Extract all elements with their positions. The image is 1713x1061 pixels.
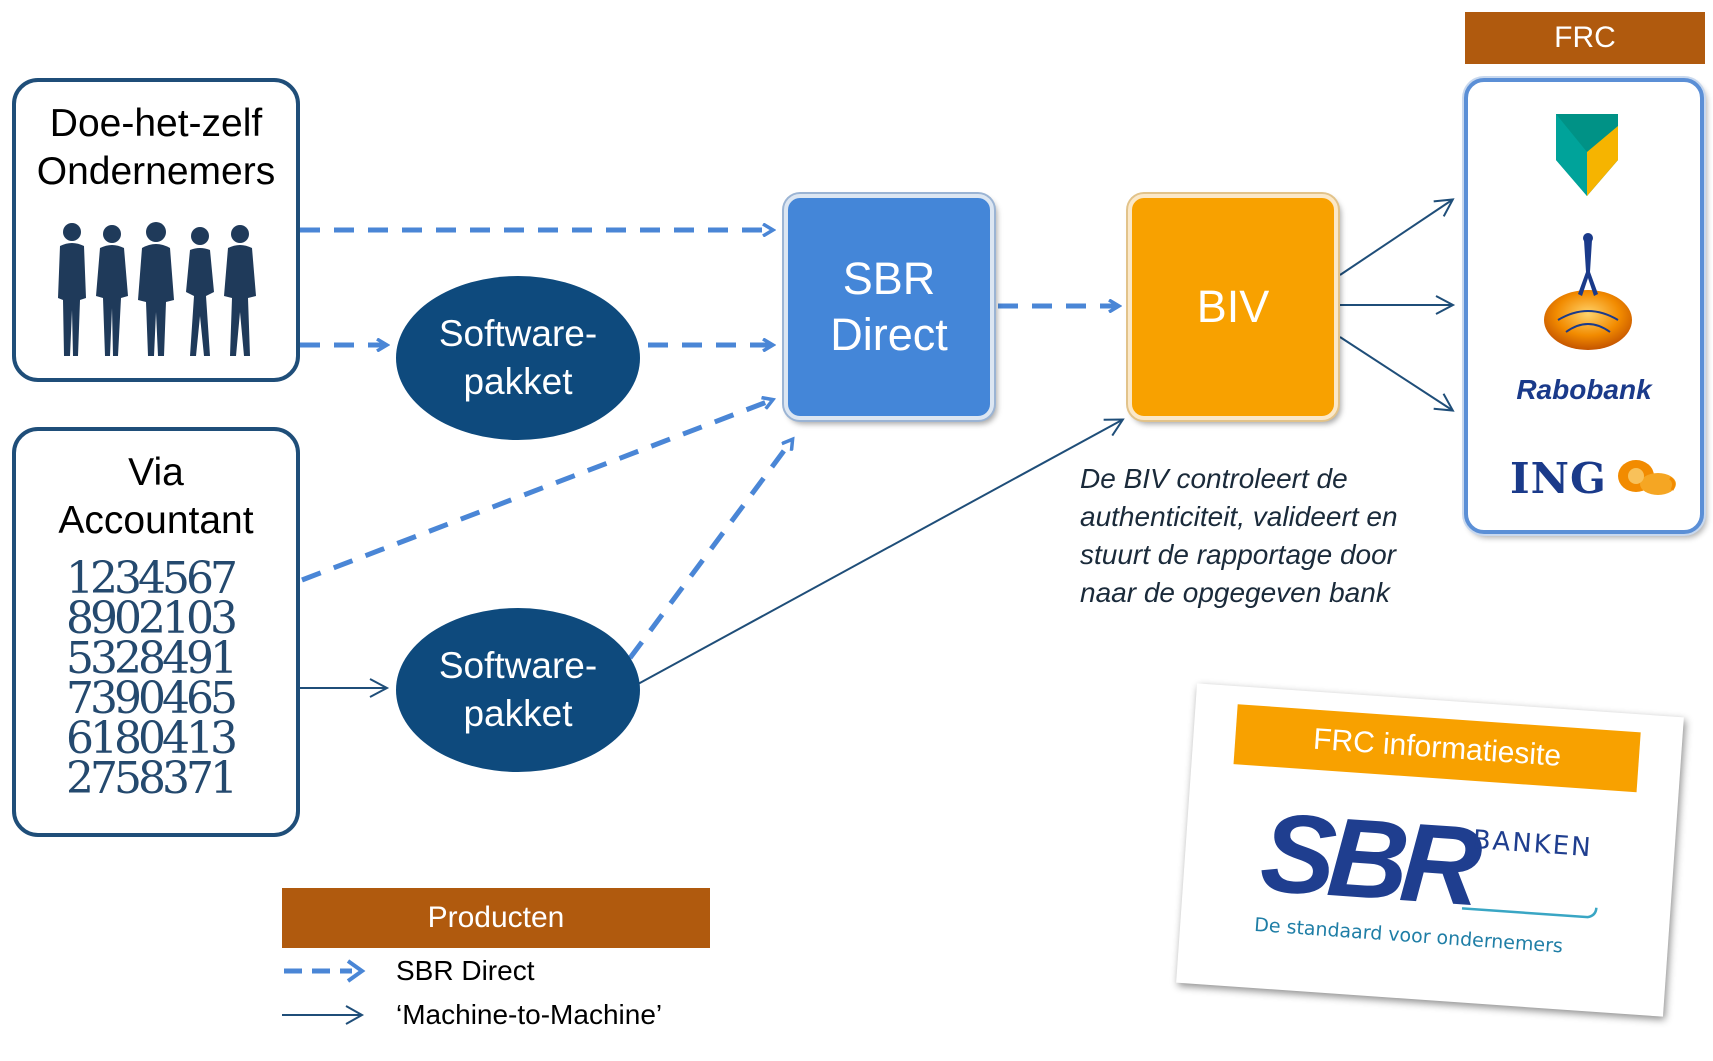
software-top-line1: Software- — [438, 313, 598, 354]
legend-dashed-arrow-icon — [284, 959, 366, 983]
frc-info-title: FRC informatiesite — [1233, 704, 1641, 793]
legend-solid-label: ‘Machine-to-Machine’ — [396, 999, 663, 1030]
arrow-software-to-biv — [637, 418, 1125, 685]
arrow-biv-to-ing — [1339, 336, 1455, 412]
abn-amro-shield-icon — [1556, 114, 1618, 196]
rabobank-label: Rabobank — [1516, 374, 1652, 405]
numbers-art-image: 1234567 8902103 5328491 7390465 6180413 … — [66, 553, 256, 804]
source-diy-ondernemers: Doe-het-zelf Ondernemers — [12, 78, 300, 382]
legend-title: Producten — [282, 888, 710, 948]
numbers-art-row: 8902103 — [66, 593, 238, 644]
source-accountant-line1: Via — [128, 451, 184, 494]
software-pakket-bottom: Software- pakket — [396, 608, 640, 772]
frc-info-card[interactable]: FRC informatiesite SBR BANKEN De standaa… — [1176, 683, 1684, 1017]
arrow-accountant-to-sbr — [301, 400, 772, 583]
numbers-art-row: 1234567 — [66, 553, 238, 604]
sbr-direct-line2: Direct — [830, 309, 948, 360]
ing-label: ING — [1510, 454, 1607, 503]
biv-note-line4: naar de opgegeven bank — [1080, 577, 1390, 608]
biv-note: De BIV controleert de authenticiteit, va… — [1080, 460, 1398, 612]
frc-bank-panel: Rabobank ING — [1464, 78, 1704, 534]
rabobank-emblem-icon — [1544, 233, 1632, 350]
source-diy-title: Doe-het-zelf Ondernemers — [16, 100, 296, 196]
source-accountant-title: Via Accountant — [16, 449, 296, 545]
sbr-banken-logo: SBR BANKEN De standaard voor ondernemers — [1245, 788, 1629, 994]
numbers-art-row: 7390465 — [66, 673, 238, 724]
sbr-logo-banken: BANKEN — [1471, 824, 1594, 864]
arrow-software2-to-sbr — [627, 440, 792, 660]
sbr-direct-line1: SBR — [842, 253, 936, 304]
software-top-line2: pakket — [463, 361, 573, 402]
biv-note-line3: stuurt de rapportage door — [1080, 539, 1396, 570]
sbr-logo-swoosh-icon — [1461, 907, 1598, 919]
people-silhouettes-icon — [58, 222, 256, 356]
arrow-biv-to-abn — [1339, 198, 1455, 276]
biv-note-line2: authenticiteit, valideert en — [1080, 501, 1398, 532]
biv-note-line1: De BIV controleert de — [1080, 463, 1348, 494]
legend-dashed-label: SBR Direct — [396, 955, 535, 986]
source-via-accountant: Via Accountant 1234567 8902103 5328491 7… — [12, 427, 300, 837]
software-bottom-line1: Software- — [438, 645, 598, 686]
legend-solid-arrow-icon — [282, 1005, 365, 1025]
source-diy-line1: Doe-het-zelf — [49, 102, 263, 145]
biv-node: BIV — [1128, 194, 1338, 420]
ing-logo: ING — [1510, 454, 1680, 503]
numbers-art-row: 2758371 — [66, 753, 238, 804]
numbers-art-row: 6180413 — [66, 713, 238, 764]
numbers-art-row: 5328491 — [66, 633, 238, 684]
frc-header: FRC — [1465, 12, 1705, 64]
ing-lion-icon — [1618, 460, 1676, 495]
software-bottom-line2: pakket — [463, 693, 573, 734]
source-accountant-line2: Accountant — [58, 499, 254, 542]
sbr-logo-letters: SBR — [1257, 789, 1478, 929]
source-diy-line2: Ondernemers — [36, 150, 276, 193]
software-pakket-top: Software- pakket — [396, 276, 640, 440]
sbr-direct-node: SBR Direct — [784, 194, 994, 420]
biv-label: BIV — [1196, 281, 1270, 332]
